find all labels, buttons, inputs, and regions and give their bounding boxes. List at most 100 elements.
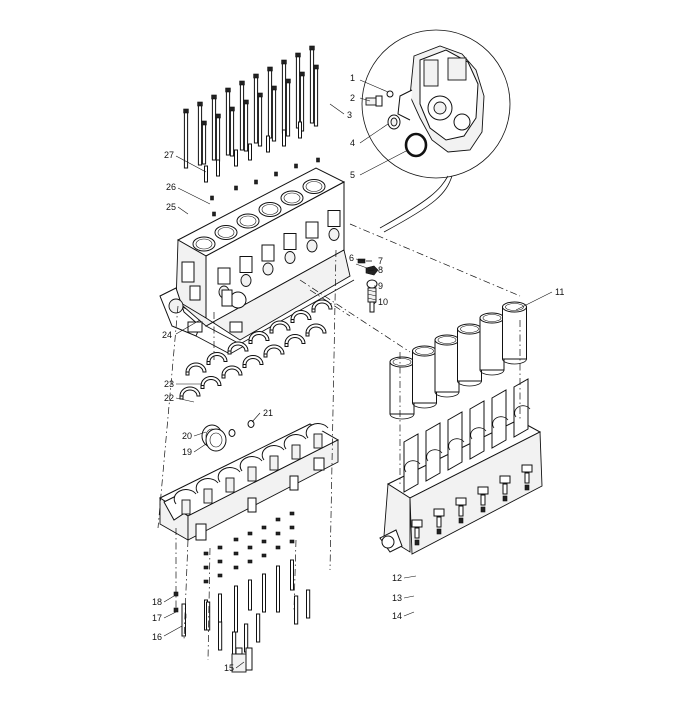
bedplate-pillar — [513, 378, 529, 438]
bearing-shell — [248, 331, 270, 341]
bearing-shell-tab — [221, 374, 226, 379]
head-bolt — [257, 95, 263, 147]
crankcase-bolt — [306, 589, 311, 619]
bearing-cap-bolt-shank — [502, 483, 508, 495]
block-boss — [305, 221, 319, 239]
washer — [275, 517, 281, 522]
cylinder-bore-inner — [305, 181, 323, 192]
block-boss — [239, 256, 253, 273]
washer — [217, 545, 223, 550]
callout-26: 26 — [166, 182, 176, 192]
callout-labels: 1 2 3 4 5 6 7 8 9 10 11 12 13 14 15 16 1… — [152, 73, 564, 673]
callout-6: 6 — [349, 253, 354, 263]
cylinder-liner-bottom — [434, 391, 460, 398]
washer — [203, 565, 209, 570]
crankcase-saddle — [305, 423, 329, 439]
cylinder-liner-bore — [460, 325, 479, 333]
bearing-shell — [179, 386, 201, 397]
thrust-washers — [201, 420, 255, 452]
callout-15: 15 — [224, 663, 234, 673]
bearing-cap-nut — [458, 517, 464, 524]
washer — [233, 551, 239, 556]
bearing-cap-bolt — [455, 497, 467, 506]
bearing-cap-bolt — [499, 475, 511, 484]
callout-12: 12 — [392, 573, 402, 583]
cylinder-liner — [479, 317, 505, 371]
dowel — [294, 163, 298, 169]
head-bolt — [309, 48, 315, 124]
washer — [275, 531, 281, 536]
crankcase-bolt — [248, 579, 252, 611]
callout-23: 23 — [164, 379, 174, 389]
bearing-cap-bolt-shank — [480, 494, 486, 506]
head-bolt — [313, 67, 319, 127]
block-port — [328, 228, 340, 241]
callout-10: 10 — [378, 297, 388, 307]
cylinder-liners — [389, 301, 527, 420]
crankcase-web — [269, 455, 279, 471]
cylinder-liner-bore — [437, 336, 457, 344]
head-bolt — [225, 90, 231, 156]
bearing-cap-bolt — [411, 519, 423, 528]
callout-27: 27 — [164, 150, 174, 160]
crankcase-saddle — [173, 489, 197, 505]
callout-5: 5 — [350, 170, 355, 180]
crankcase-saddle — [195, 478, 219, 494]
bedplate-arc — [492, 416, 509, 429]
dowel — [212, 211, 216, 217]
alignment-lines — [157, 223, 521, 661]
block-port — [262, 262, 274, 276]
stud — [216, 159, 220, 177]
cylinder-bore-inner — [261, 204, 279, 215]
bearing-cap-bolt-shank — [414, 527, 420, 539]
cylinder-bore-inner — [239, 215, 257, 227]
crankcase-bolt — [262, 573, 266, 613]
bedplate-arc — [448, 438, 465, 451]
bedplate-arc — [514, 405, 531, 418]
crankcase-saddle — [217, 467, 241, 483]
crankcase-web — [291, 444, 301, 460]
bearing-shell — [242, 355, 264, 365]
head-bolt-head — [197, 101, 203, 107]
block-small-parts — [357, 258, 379, 313]
bedplate-pillar — [469, 400, 485, 460]
callout-11: 11 — [555, 287, 564, 297]
bedplate-arc — [426, 449, 443, 462]
head-bolt-head — [239, 80, 245, 86]
head-bolt-head — [295, 52, 301, 58]
bearing-shell — [221, 365, 243, 376]
washer — [289, 539, 295, 544]
head-bolt — [253, 76, 259, 144]
head-bolts — [183, 45, 320, 217]
head-bolt — [267, 69, 273, 139]
bedplate-arc — [404, 460, 421, 473]
bearing-shell — [305, 323, 327, 334]
crankcase-web — [313, 433, 323, 449]
head-bolt-head — [309, 45, 315, 51]
washer — [261, 539, 267, 544]
head-bolt-head — [285, 78, 291, 84]
bearing-shell-tab — [200, 385, 205, 389]
dowel — [210, 195, 214, 201]
lower-crankcase — [158, 423, 340, 541]
bearing-shell-tab — [185, 371, 190, 376]
washer — [289, 525, 295, 530]
bearing-shell-tab — [242, 364, 247, 368]
cylinder-liner-bottom — [502, 358, 527, 365]
bedplate-pillar — [491, 389, 507, 449]
callout-13: 13 — [392, 593, 402, 603]
dowel — [254, 179, 258, 185]
stud — [266, 135, 270, 153]
head-bolt — [285, 81, 291, 137]
bearing-shell-tab — [290, 319, 295, 323]
bearing-shell-tab — [305, 332, 310, 337]
callout-8: 8 — [378, 265, 383, 275]
head-bolt — [239, 83, 245, 151]
crankcase-web — [181, 499, 191, 515]
bearing-shell-tab — [284, 343, 289, 347]
head-bolt-head — [229, 106, 235, 112]
cylinder-liner-bore — [505, 303, 524, 311]
washer — [173, 607, 179, 613]
bearing-cap-nut — [480, 506, 486, 513]
bearing-cap-bolt-shank — [436, 516, 442, 528]
